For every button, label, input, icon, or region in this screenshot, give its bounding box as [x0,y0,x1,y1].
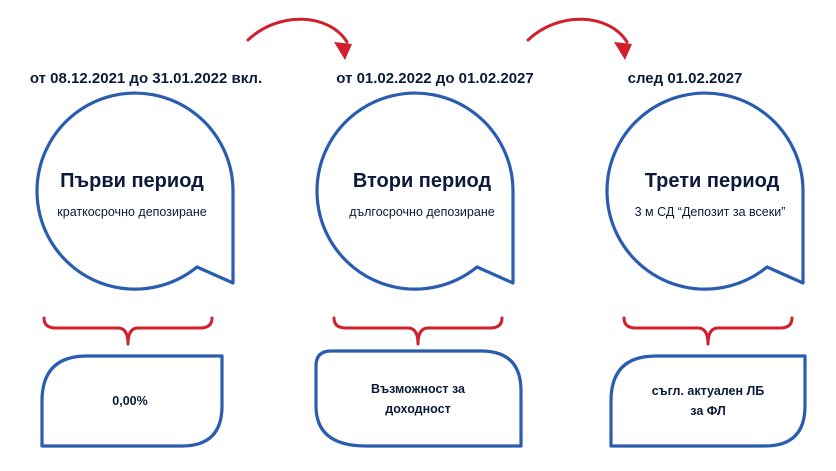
brace-1-icon [42,316,214,346]
period-2-subtitle: дългосрочно депозиране [349,205,495,219]
period-1-box-line1: 0,00% [112,394,148,408]
period-3-title: Трети период [644,170,780,192]
period-2-box-line1: Възможност за [370,382,466,396]
brace-2-icon [332,316,504,346]
period-2-box-line2: доходност [385,402,451,416]
period-2-bubble [315,91,515,291]
period-3-subtitle: 3 м СД “Депозит за всеки” [634,205,786,219]
period-3-bubble [605,91,805,291]
period-1-box [40,354,224,448]
period-3-box-line2: за ФЛ [690,404,726,418]
period-1-subtitle: краткосрочно депозиране [57,205,207,219]
period-3-box [609,354,807,448]
period-1-title: Първи период [60,170,204,192]
period-3-date: след 01.02.2027 [627,70,743,87]
arrow-2-to-3-icon [526,17,632,60]
arrow-1-to-2-icon [246,17,352,60]
period-1-bubble [35,91,235,291]
period-2-box [314,349,523,448]
brace-3-icon [622,316,794,346]
period-3-box-line1: съгл. актуален ЛБ [651,384,765,398]
period-2-date: от 01.02.2022 до 01.02.2027 [336,70,534,87]
period-1-date: от 08.12.2021 до 31.01.2022 вкл. [29,70,263,87]
period-2-title: Втори период [352,170,492,192]
